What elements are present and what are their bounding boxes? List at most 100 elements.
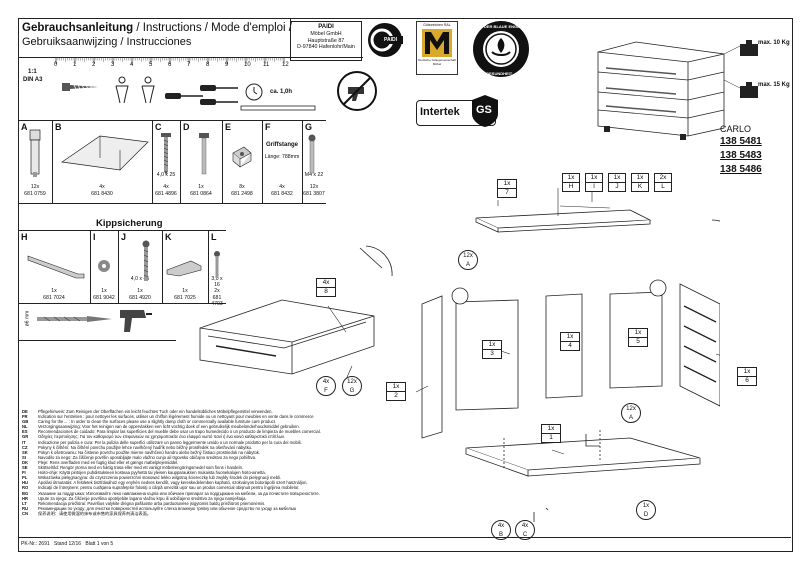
callout-qty: 2x <box>659 174 667 181</box>
paidi-logo <box>368 23 403 57</box>
care-text: Caring for the… : In order to clean the … <box>38 419 277 425</box>
care-text: Указание за поддръжка: Използвайте леко … <box>38 490 320 496</box>
part-code: 681 8432 <box>271 191 293 197</box>
language-code: RO <box>22 485 29 491</box>
care-line: FI Hoito-ohje: Käytä pintojen puhdistukse… <box>22 470 502 475</box>
ruler-label: 7 <box>187 62 191 68</box>
part-quantity: 4x <box>163 184 169 190</box>
screw-j-drawing <box>142 240 150 281</box>
callout-id: L <box>655 182 671 191</box>
two-people-icon <box>115 76 155 104</box>
clock-icon <box>245 83 263 101</box>
screw-g-drawing <box>308 134 316 174</box>
callout-qty: 1x <box>488 341 496 348</box>
callout-id: K <box>632 182 648 191</box>
part-letter: E <box>225 122 232 132</box>
chest-of-drawers-drawing <box>597 41 741 140</box>
callout-id: 6 <box>738 376 756 385</box>
language-code: SI <box>22 454 26 460</box>
sheet-number: Blatt 1 von 5 <box>85 541 114 547</box>
blue-angel-badge <box>473 21 529 77</box>
screwdriver-phillips-icon <box>200 85 238 91</box>
callout-id: 3 <box>483 349 501 358</box>
part-code: 681 4896 <box>155 191 177 197</box>
company-address: PAIDI Möbel GmbH Hauptstraße 87 D-97840 … <box>290 21 362 61</box>
callout-id: A <box>465 262 470 268</box>
part-code: 681 4920 <box>129 295 151 301</box>
ruler-tool-icon <box>240 105 316 111</box>
part-letter: L <box>211 232 217 242</box>
part-length: Länge: 788mm <box>264 154 300 160</box>
care-text: Рекомендации по уходу: для очистки повер… <box>38 505 297 511</box>
language-code: RU <box>22 505 29 511</box>
assembly-drawing <box>199 176 720 522</box>
part-quantity: 1x <box>137 288 143 294</box>
callout-id: C <box>522 532 528 538</box>
care-text: Pokyn k ošetrovaniu: Na čistenie povrchu… <box>38 449 261 455</box>
weight-bottom-label: max. 15 Kg <box>758 82 790 88</box>
ruler-label: 5 <box>149 62 153 68</box>
article-number: 138 5481 <box>720 136 762 147</box>
screw-l-drawing <box>214 251 220 278</box>
section-title: Kippsicherung <box>96 218 163 229</box>
language-code: FI <box>22 470 26 476</box>
ruler-label: 12 <box>282 62 289 68</box>
paper-size-label: DIN A3 <box>23 77 43 83</box>
language-code: CZ <box>22 444 28 450</box>
callout-id: J <box>609 182 625 191</box>
care-text: Wskazówka pielęgnacyjna: do czyszczenia … <box>38 475 282 481</box>
screw-icon <box>62 83 98 91</box>
care-text: Verzorgingsaanwijzing: Voor het reinigen… <box>38 424 300 430</box>
part-quantity: 12x <box>30 184 40 190</box>
part-dimension: 3,0 x 16 <box>211 276 223 289</box>
care-text: Ápolási útmutatás: A felületek tisztítás… <box>38 480 308 486</box>
part-quantity: 1x <box>51 288 57 294</box>
part-letter: C <box>155 122 162 132</box>
language-code: SK <box>22 449 28 455</box>
language-code: CN <box>22 510 29 516</box>
language-code: DE <box>22 409 28 414</box>
care-text: Hoito-ohje: Käytä pintojen puhdistukseen… <box>38 470 266 476</box>
bracket-e-drawing <box>232 146 252 168</box>
dowel-a-drawing <box>29 129 41 177</box>
callout-id: 4 <box>561 341 579 350</box>
callout-qty: 1x <box>743 368 751 375</box>
care-text: Skötselråd: Rengör ytorna med en fuktig … <box>38 465 244 471</box>
gs-mark-icon <box>472 95 498 127</box>
language-code: FR <box>22 414 28 420</box>
care-text: 保养说明：请使用微湿的抹布或市售的家具保养剂清洁表面。 <box>38 510 152 516</box>
part-code: 681 7024 <box>43 295 65 301</box>
part-code: 681 9042 <box>93 295 115 301</box>
ruler-label: 9 <box>225 62 229 68</box>
part-code: 681 7025 <box>174 295 196 301</box>
callout-id: 2 <box>387 391 405 400</box>
part-code: 681 3807 <box>303 191 325 197</box>
part-code: 681 2498 <box>231 191 253 197</box>
pk-number: PK-Nr.: 2691 <box>21 541 50 547</box>
callout-qty: 1x <box>613 174 621 181</box>
part-quantity: 1x <box>182 288 188 294</box>
care-text: Recomendaciones de cuidado: Para limpiar… <box>38 429 321 435</box>
part-letter: J <box>121 232 127 242</box>
screwdriver-icon <box>200 99 238 105</box>
paidi-logo-text: PAIDI <box>384 37 397 43</box>
drill-bit-icon <box>37 316 112 322</box>
